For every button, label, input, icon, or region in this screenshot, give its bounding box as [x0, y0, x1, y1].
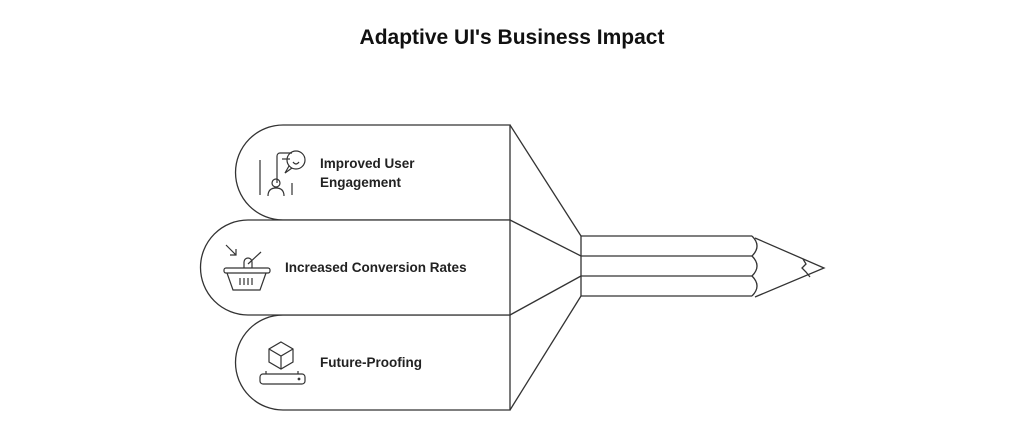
funnel-lines — [509, 124, 582, 411]
pencil-tip — [754, 237, 826, 298]
segment-improved-user-engagement — [234, 124, 511, 221]
cube-on-platform-icon — [259, 341, 306, 385]
label-line: Engagement — [320, 175, 402, 190]
label-increased-conversion-rates: Increased Conversion Rates — [285, 260, 467, 275]
segment-future-proofing — [234, 314, 511, 411]
diagram-title: Adaptive UI's Business Impact — [359, 26, 665, 49]
label-line: Improved User — [320, 156, 415, 171]
label-improved-user-engagement: Improved User Engagement — [320, 154, 415, 192]
shopping-basket-icon — [223, 244, 271, 291]
segment-increased-conversion-rates — [199, 219, 511, 316]
user-engagement-icon — [259, 150, 306, 197]
pencil-body — [580, 235, 758, 297]
label-future-proofing: Future-Proofing — [320, 355, 422, 370]
